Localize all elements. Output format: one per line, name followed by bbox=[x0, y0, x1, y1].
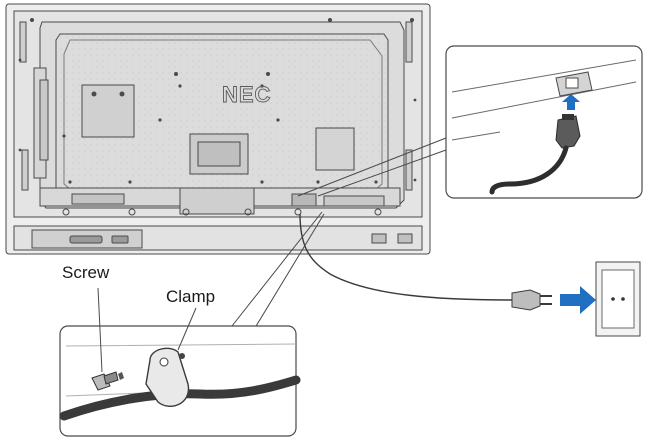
vesa-plate bbox=[82, 85, 134, 137]
screw-label: Screw bbox=[62, 263, 110, 282]
vent-area bbox=[316, 128, 354, 170]
monitor-rear bbox=[6, 4, 430, 254]
left-top-bracket bbox=[20, 22, 26, 62]
right-top-bracket bbox=[406, 22, 412, 62]
arrow-right-icon bbox=[560, 286, 596, 314]
brand-logo: NEC bbox=[222, 82, 271, 107]
clamp-label: Clamp bbox=[166, 287, 215, 306]
center-bracket bbox=[180, 188, 254, 214]
right-bottom-bracket bbox=[406, 150, 412, 190]
left-bottom-bracket bbox=[22, 150, 28, 190]
wall-outlet-icon bbox=[596, 262, 640, 336]
power-plug-icon bbox=[512, 290, 552, 310]
ac-inlet-small bbox=[292, 194, 316, 206]
